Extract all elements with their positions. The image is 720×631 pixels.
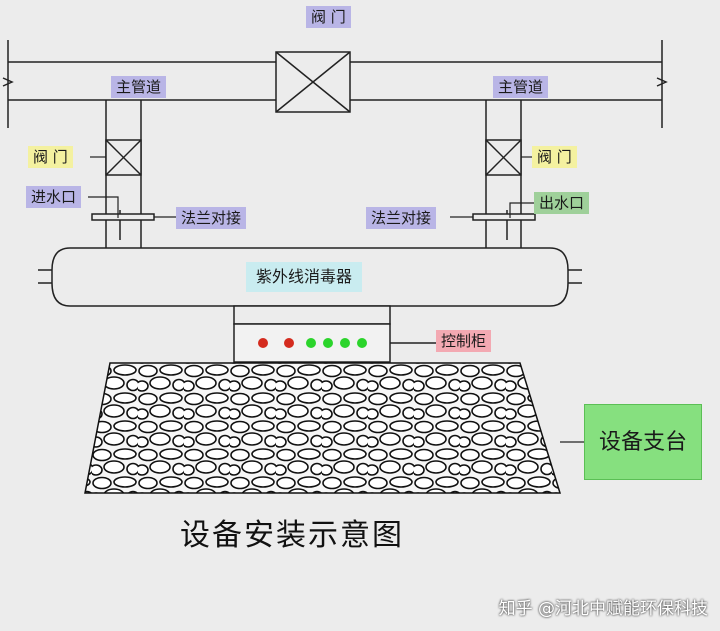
label-flange-right: 法兰对接: [366, 207, 437, 229]
indicator-light-red: [258, 338, 268, 348]
label-equipment-support: 设备支台: [584, 404, 703, 480]
label-valve-top: 阀 门: [306, 6, 351, 28]
label-valve-left: 阀 门: [28, 146, 73, 168]
indicator-lights: [258, 338, 367, 348]
indicator-light-red: [284, 338, 294, 348]
label-uv-sterilizer: 紫外线消毒器: [246, 262, 363, 292]
stone-support-base: [84, 362, 562, 494]
label-main-pipe-left: 主管道: [111, 76, 167, 98]
left-valve-symbol: [105, 139, 142, 176]
right-valve-symbol: [485, 139, 522, 176]
control-cabinet-box: [233, 305, 436, 363]
label-control-cabinet: 控制柜: [436, 330, 492, 352]
indicator-light-green: [323, 338, 333, 348]
indicator-light-green: [340, 338, 350, 348]
label-inlet: 进水口: [26, 186, 82, 208]
label-outlet: 出水口: [534, 192, 590, 214]
indicator-light-green: [306, 338, 316, 348]
left-flange: [91, 213, 155, 221]
label-valve-right: 阀 门: [532, 146, 577, 168]
leader-lines: [88, 85, 584, 443]
watermark: 知乎 @河北中赋能环保科技: [498, 599, 708, 619]
diagram-title: 设备安装示意图: [180, 518, 404, 553]
label-main-pipe-right: 主管道: [493, 76, 549, 98]
right-flange: [472, 213, 536, 221]
top-valve-symbol: [275, 51, 351, 113]
label-flange-left: 法兰对接: [176, 207, 247, 229]
indicator-light-green: [357, 338, 367, 348]
